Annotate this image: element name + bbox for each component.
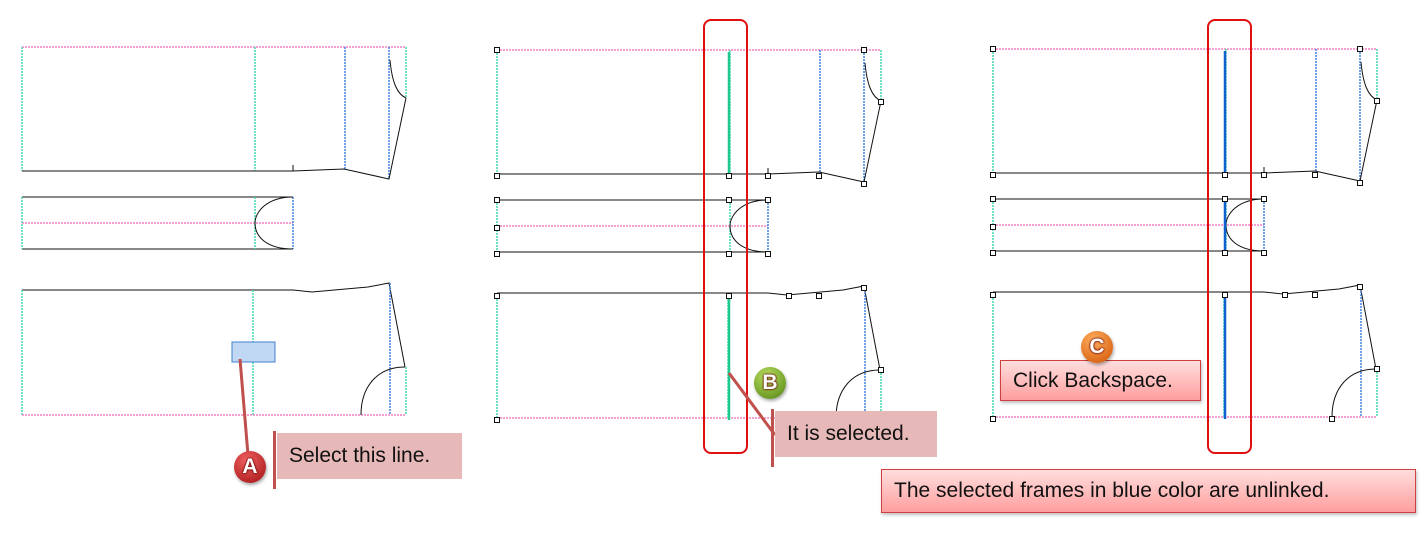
side-line	[993, 284, 1377, 370]
leader-line-b	[727, 372, 777, 436]
armhole-curve	[1331, 368, 1377, 418]
control-point	[816, 173, 822, 179]
highlight-frame	[1207, 19, 1252, 454]
control-point	[990, 250, 996, 256]
badge-b: B	[754, 367, 786, 399]
control-point	[494, 197, 500, 203]
hem-line	[22, 97, 407, 180]
control-point	[1222, 292, 1228, 298]
control-point	[765, 251, 771, 257]
note-text: The selected frames in blue color are un…	[894, 479, 1330, 502]
armhole-curve	[360, 366, 406, 416]
control-point	[726, 251, 732, 257]
callout-step-a: Select this line.	[273, 431, 462, 489]
control-point	[726, 293, 732, 299]
control-point	[1261, 196, 1267, 202]
hem-line	[497, 100, 882, 183]
badge-a: A	[234, 451, 266, 483]
highlight-frame	[703, 19, 748, 454]
control-point	[494, 47, 500, 53]
control-point	[1222, 250, 1228, 256]
control-point	[494, 251, 500, 257]
control-point	[878, 99, 884, 105]
control-point	[816, 293, 822, 299]
callout-text: Click Backspace.	[1013, 368, 1173, 392]
control-point	[494, 225, 500, 231]
control-point	[726, 173, 732, 179]
control-point	[1222, 172, 1228, 178]
callout-text: It is selected.	[787, 422, 910, 445]
control-point	[726, 197, 732, 203]
control-point	[1357, 180, 1363, 186]
control-point	[1261, 172, 1267, 178]
note-unlinked: The selected frames in blue color are un…	[881, 469, 1416, 513]
control-point	[1329, 416, 1335, 422]
control-point	[990, 172, 996, 178]
control-point	[1374, 366, 1380, 372]
control-point	[1312, 172, 1318, 178]
control-point	[765, 173, 771, 179]
armhole-curve	[864, 62, 882, 102]
armhole-curve	[1360, 61, 1378, 101]
control-point	[990, 196, 996, 202]
control-point	[990, 416, 996, 422]
control-point	[990, 224, 996, 230]
control-point	[861, 181, 867, 187]
control-point	[990, 46, 996, 52]
callout-step-b: It is selected.	[771, 409, 937, 467]
control-point	[1222, 196, 1228, 202]
control-point	[861, 285, 867, 291]
control-point	[494, 417, 500, 423]
control-point	[765, 197, 771, 203]
control-point	[494, 173, 500, 179]
control-point	[990, 292, 996, 298]
control-point	[878, 367, 884, 373]
control-point	[1261, 250, 1267, 256]
control-point	[494, 293, 500, 299]
callout-text: Select this line.	[289, 444, 431, 467]
control-point	[861, 47, 867, 53]
armhole-curve	[835, 369, 881, 419]
control-point	[1282, 292, 1288, 298]
control-point	[1357, 284, 1363, 290]
side-line	[22, 282, 406, 368]
callout-step-c: Click Backspace.	[1000, 360, 1201, 401]
control-point	[786, 293, 792, 299]
control-point	[1357, 46, 1363, 52]
cuff-curve	[729, 199, 769, 253]
control-point	[1312, 292, 1318, 298]
selection-box	[231, 341, 276, 363]
leader-line-a	[238, 358, 250, 456]
side-line	[497, 285, 881, 371]
cuff-curve	[254, 196, 294, 250]
badge-c: C	[1081, 331, 1113, 363]
hem-line	[993, 99, 1378, 182]
control-point	[1374, 98, 1380, 104]
armhole-curve	[389, 59, 407, 99]
